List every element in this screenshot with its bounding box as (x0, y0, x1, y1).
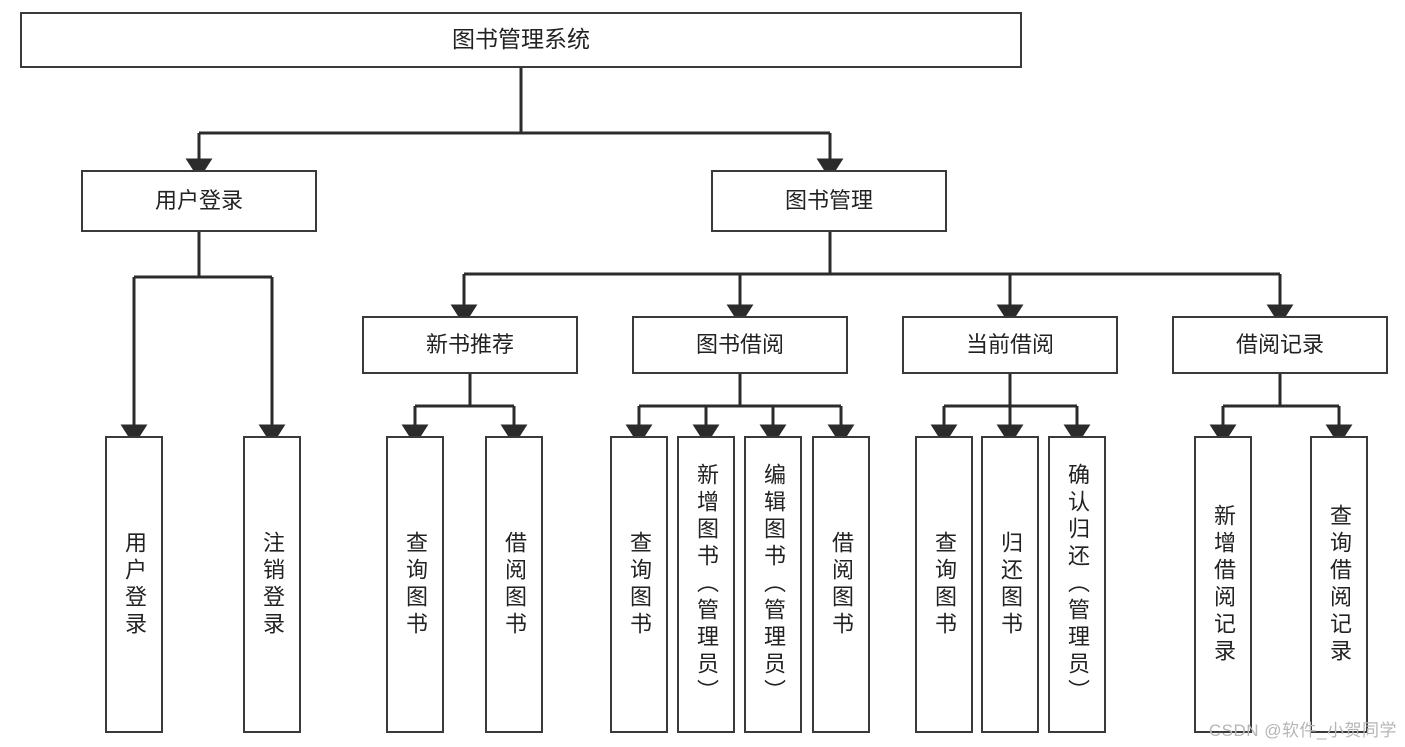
node-root-label: 图书管理系统 (452, 26, 590, 53)
node-book-borrow[interactable]: 图书借阅 (632, 316, 848, 374)
node-user-login[interactable]: 用户登录 (81, 170, 317, 232)
leaf-add-borrow-record[interactable]: 新增借阅记录 (1194, 436, 1252, 733)
leaf-query-borrow-record[interactable]: 查询借阅记录 (1310, 436, 1368, 733)
node-current-borrow-label: 当前借阅 (965, 331, 1054, 357)
node-book-management[interactable]: 图书管理 (711, 170, 947, 232)
leaf-borrow-book[interactable]: 借阅图书 (812, 436, 870, 733)
node-borrow-record[interactable]: 借阅记录 (1172, 316, 1388, 374)
leaf-borrow-book-recommend-label: 借阅图书 (502, 530, 527, 639)
node-borrow-record-label: 借阅记录 (1235, 331, 1324, 357)
leaf-query-book-recommend-label: 查询图书 (403, 530, 428, 639)
leaf-logout[interactable]: 注销登录 (243, 436, 301, 733)
leaf-query-book-current-label: 查询图书 (932, 530, 957, 639)
leaf-return-book-label: 归还图书 (998, 530, 1023, 639)
node-new-book-recommendation[interactable]: 新书推荐 (362, 316, 578, 374)
csdn-watermark: CSDN @软件_小贺同学 (1208, 721, 1397, 740)
leaf-query-book-recommend[interactable]: 查询图书 (386, 436, 444, 733)
node-current-borrow[interactable]: 当前借阅 (902, 316, 1118, 374)
leaf-query-book-borrow[interactable]: 查询图书 (610, 436, 668, 733)
node-new-book-recommendation-label: 新书推荐 (425, 331, 514, 357)
node-user-login-label: 用户登录 (154, 187, 243, 213)
leaf-user-login[interactable]: 用户登录 (105, 436, 163, 733)
leaf-borrow-book-label: 借阅图书 (829, 530, 854, 639)
leaf-borrow-book-recommend[interactable]: 借阅图书 (485, 436, 543, 733)
node-book-borrow-label: 图书借阅 (695, 331, 784, 357)
leaf-query-book-borrow-label: 查询图书 (627, 530, 652, 639)
leaf-confirm-return-admin[interactable]: 确认归还（管理员） (1048, 436, 1106, 733)
leaf-logout-label: 注销登录 (260, 530, 285, 639)
leaf-edit-book-admin-label: 编辑图书（管理员） (761, 463, 786, 706)
leaf-query-book-current[interactable]: 查询图书 (915, 436, 973, 733)
leaf-confirm-return-admin-label: 确认归还（管理员） (1065, 463, 1090, 706)
leaf-query-borrow-record-label: 查询借阅记录 (1327, 503, 1352, 666)
leaf-edit-book-admin[interactable]: 编辑图书（管理员） (744, 436, 802, 733)
leaf-add-book-admin[interactable]: 新增图书（管理员） (677, 436, 735, 733)
leaf-add-book-admin-label: 新增图书（管理员） (694, 463, 719, 706)
leaf-add-borrow-record-label: 新增借阅记录 (1211, 503, 1236, 666)
leaf-user-login-label: 用户登录 (122, 530, 147, 639)
node-root[interactable]: 图书管理系统 (20, 12, 1022, 68)
leaf-return-book[interactable]: 归还图书 (981, 436, 1039, 733)
node-book-management-label: 图书管理 (784, 187, 873, 213)
